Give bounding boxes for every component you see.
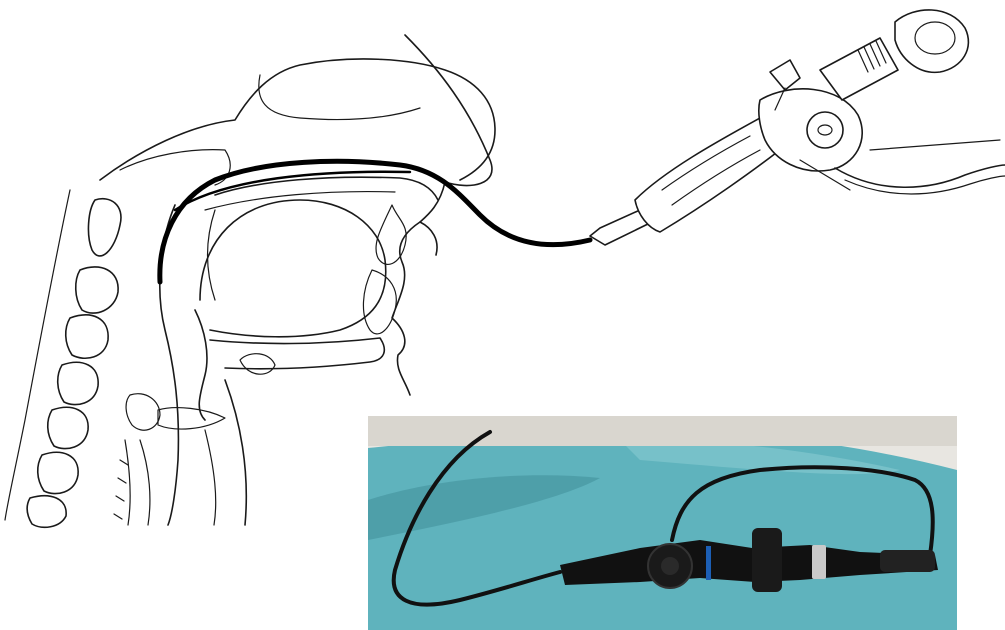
light-guide-cable-inner <box>845 176 1005 194</box>
eyepiece-cup <box>895 10 968 72</box>
thyroid-cartilage <box>126 394 160 431</box>
background-surface <box>368 416 957 446</box>
sinus-outline <box>259 75 420 120</box>
mandible-outline <box>210 338 384 369</box>
esophagus <box>125 440 150 525</box>
angulation-knob <box>807 112 843 148</box>
endoscope-photo <box>368 416 957 630</box>
vocal-folds <box>158 408 225 429</box>
teeth-lower <box>363 270 396 334</box>
endoscope-handpiece-drawing <box>590 10 1005 245</box>
vertebra-c7 <box>27 496 66 528</box>
photo-blue-ring <box>706 546 711 580</box>
scope-lever <box>770 60 800 90</box>
epiglottis <box>195 310 207 420</box>
photo-eyepiece-end <box>880 550 935 572</box>
tongue-outline <box>200 200 386 337</box>
eyepiece-neck <box>820 38 898 100</box>
tracheal-rings <box>114 460 128 519</box>
photo-control-wheel-hub <box>661 557 679 575</box>
photo-silver-band <box>812 545 826 579</box>
hyoid <box>240 354 275 375</box>
lips-profile <box>392 222 420 395</box>
vertebra-c2 <box>76 267 118 313</box>
light-guide-cable <box>835 165 1005 187</box>
trachea-outline <box>205 430 216 525</box>
teeth-upper <box>376 205 406 264</box>
frontal-outline <box>405 35 492 186</box>
vertebra-c6 <box>38 452 78 493</box>
larynx-outline <box>225 380 246 525</box>
vertebra-c5 <box>48 407 88 448</box>
vertebra-c1 <box>88 199 121 256</box>
hard-palate <box>215 177 438 200</box>
photo-eyepiece-focus <box>752 528 782 592</box>
vertebra-c3 <box>66 315 108 358</box>
cervical-spine <box>5 190 121 527</box>
vertebra-c4 <box>58 362 98 404</box>
